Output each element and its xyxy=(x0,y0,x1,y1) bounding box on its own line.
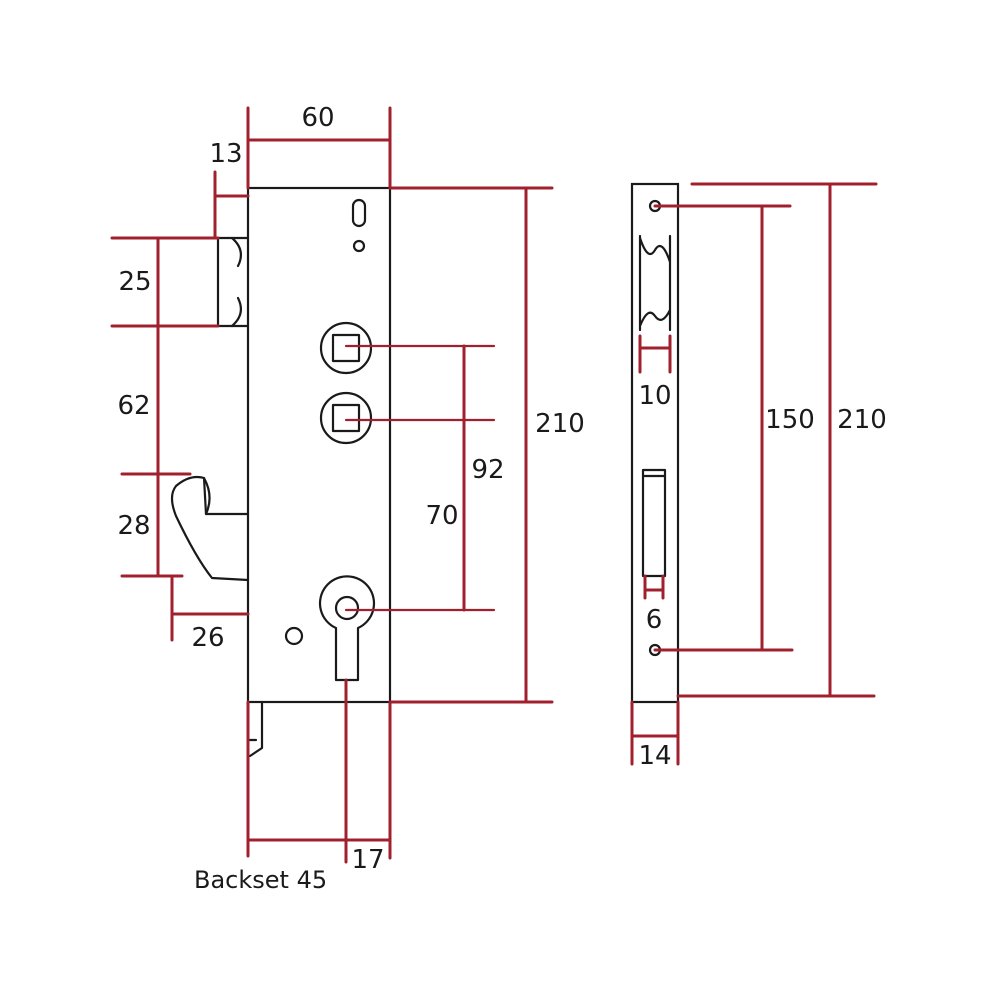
label-faceplate-14: 14 xyxy=(638,741,671,771)
label-width-60: 60 xyxy=(301,103,334,133)
lock-case xyxy=(246,186,392,704)
label-hook-28: 28 xyxy=(117,511,150,541)
label-latch-width-10: 10 xyxy=(638,381,671,411)
label-offset-13: 13 xyxy=(209,139,242,169)
top-slot xyxy=(351,198,367,228)
label-latch-25: 25 xyxy=(118,267,151,297)
cylinder-pin xyxy=(334,595,360,621)
label-hook-26: 26 xyxy=(191,623,224,653)
latch-bolt xyxy=(216,236,250,328)
upper-spindle-square xyxy=(331,333,361,363)
label-spacing-62: 62 xyxy=(117,391,150,421)
label-slot-6: 6 xyxy=(646,605,663,635)
hook-slot xyxy=(641,468,667,578)
label-screw-spacing-150: 150 xyxy=(765,405,815,435)
label-side-height-210: 210 xyxy=(837,405,887,435)
fixing-hole xyxy=(284,626,304,646)
label-17: 17 xyxy=(351,845,384,875)
label-70: 70 xyxy=(425,501,458,531)
cylinder-cutout xyxy=(318,575,376,682)
lower-spindle-ring xyxy=(319,391,373,445)
hook-bolt xyxy=(170,475,250,582)
lower-spindle-square xyxy=(331,403,361,433)
top-hole xyxy=(352,239,366,253)
upper-spindle-ring xyxy=(319,321,373,375)
hook-inner-curve xyxy=(202,476,211,516)
side-labels: 10 150 210 6 14 xyxy=(638,381,886,771)
lock-body-front xyxy=(170,186,392,762)
label-backset: Backset 45 xyxy=(194,866,327,894)
front-labels: 60 13 25 62 28 26 210 92 70 17 Backset 4… xyxy=(117,103,584,894)
side-dimensions xyxy=(630,182,878,766)
label-height-210: 210 xyxy=(535,409,585,439)
latch-bevel xyxy=(230,236,243,328)
latch-opening xyxy=(638,234,672,332)
bottom-foot xyxy=(246,700,264,762)
label-92: 92 xyxy=(471,455,504,485)
front-dimensions xyxy=(110,106,554,864)
